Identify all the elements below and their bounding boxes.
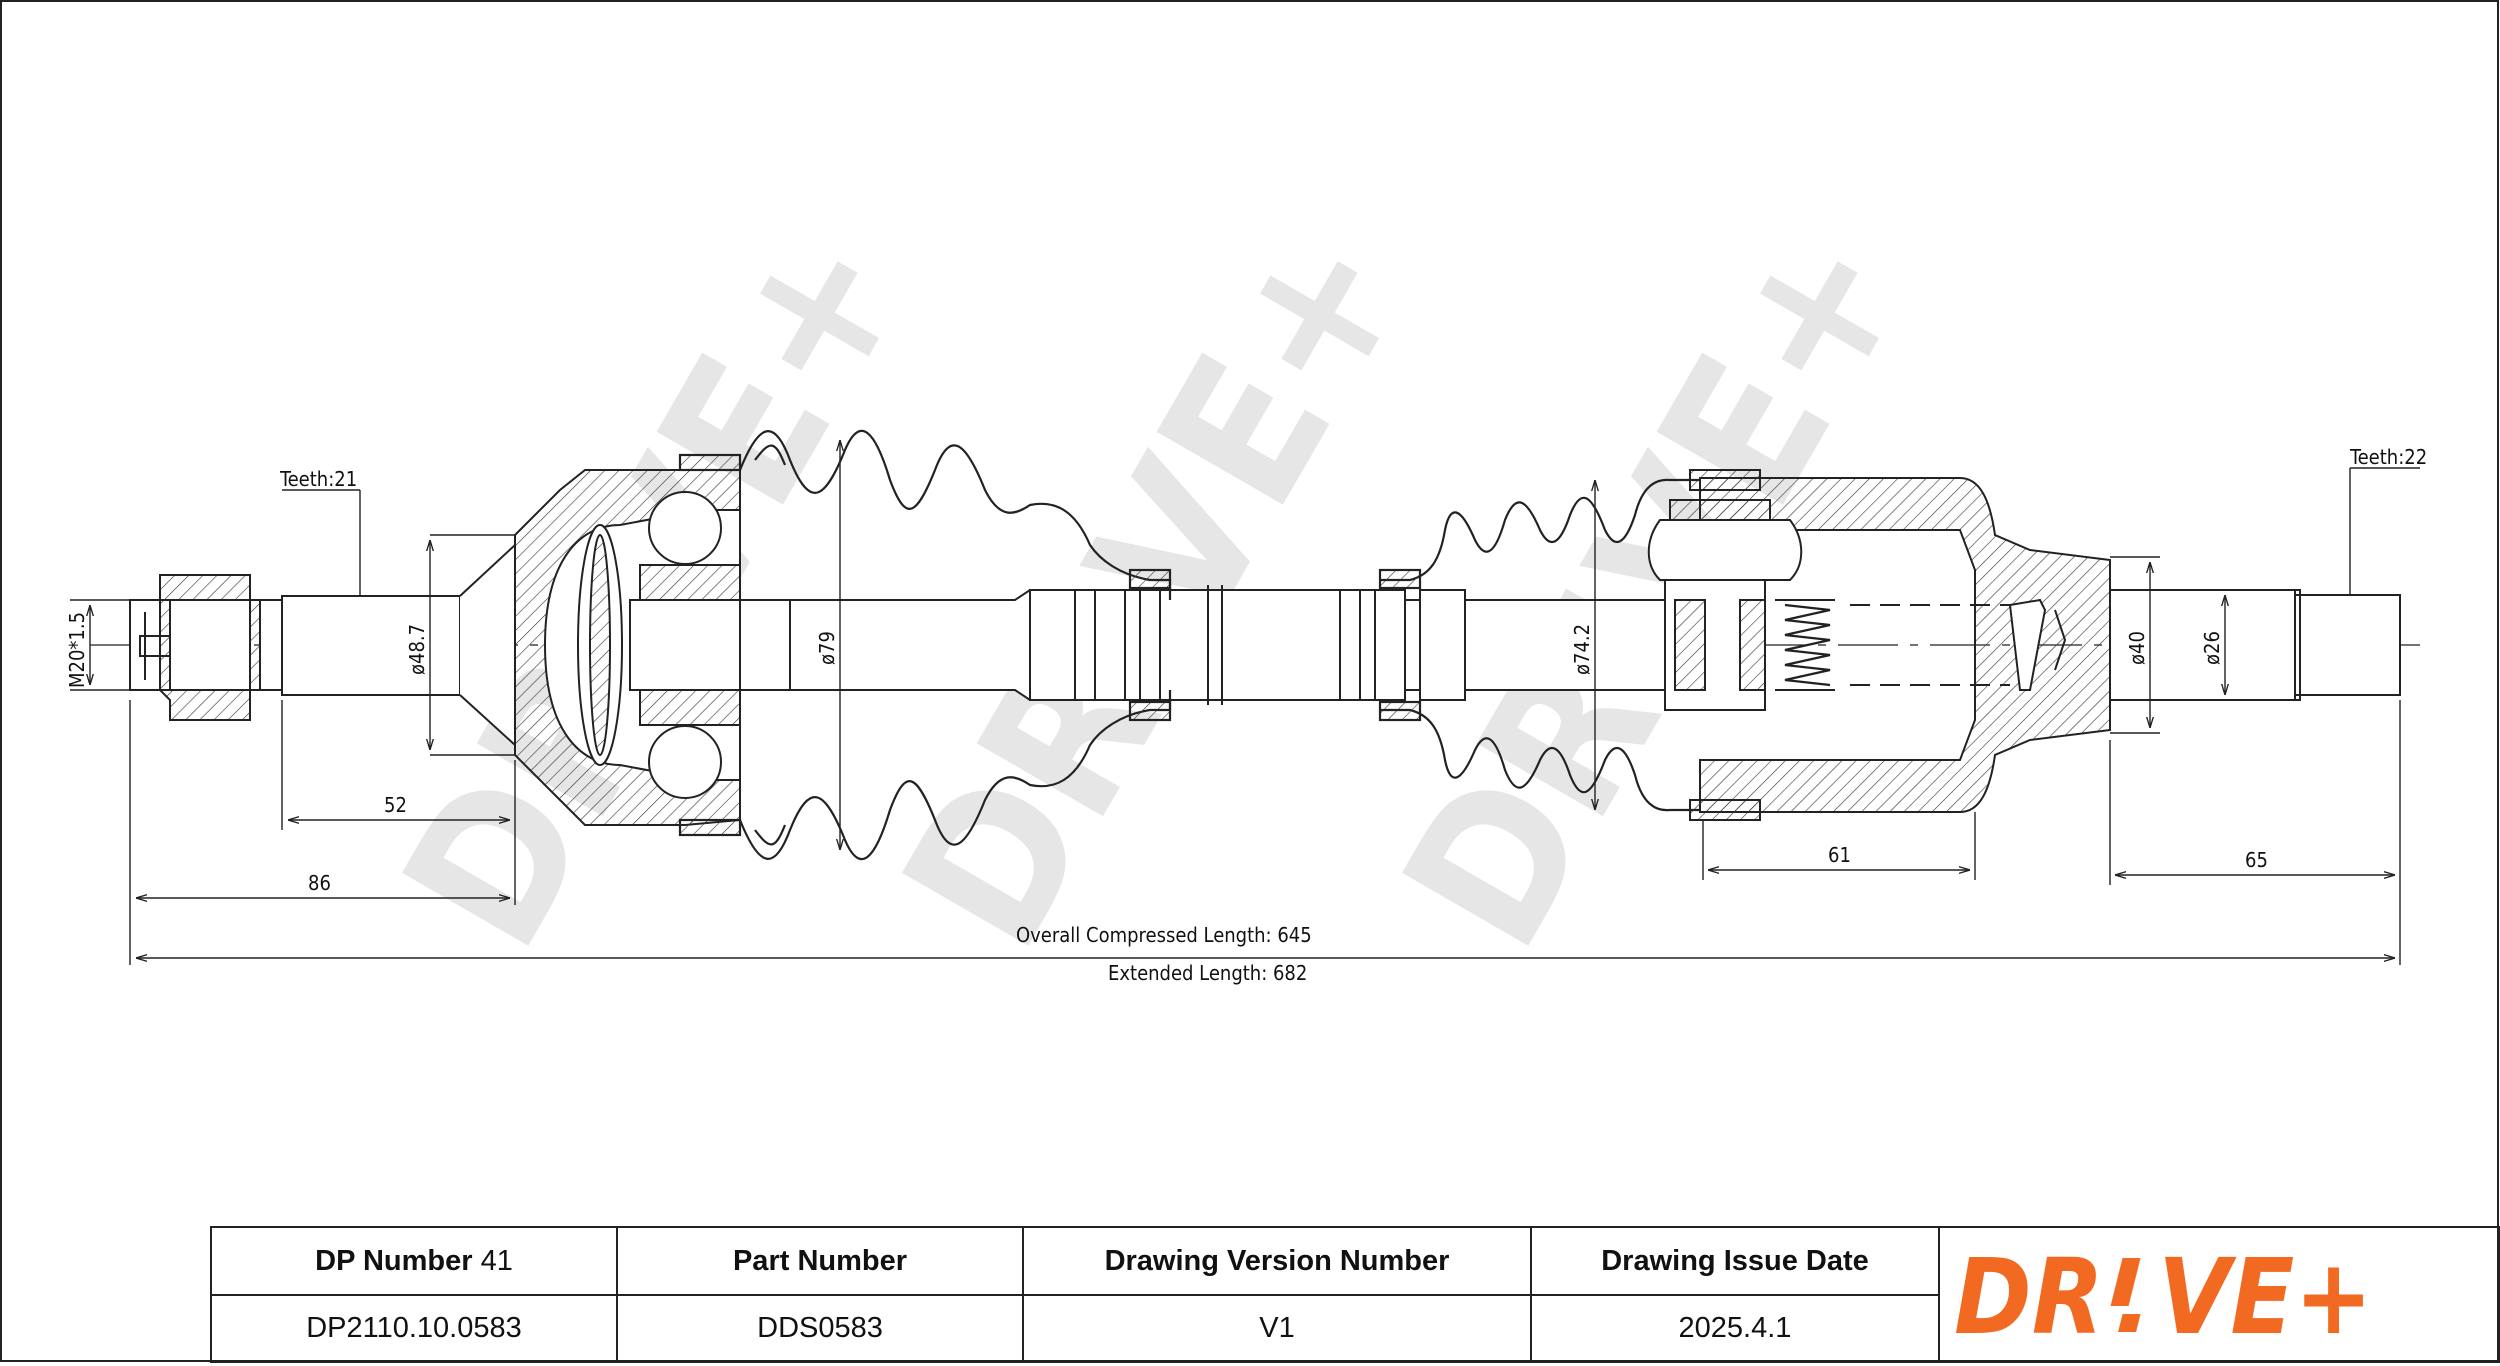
dim-52-label: 52 — [384, 793, 407, 817]
right-stub — [2109, 589, 2401, 701]
dia-40-label: ø40 — [2125, 631, 2149, 665]
logo-text-right: VE+ — [2158, 1236, 2373, 1358]
logo-exclamation-dot — [2118, 1314, 2141, 1332]
teeth-right-label: Teeth:22 — [2349, 445, 2427, 469]
logo-text-left: DR — [1954, 1236, 2104, 1358]
drive-logo: DR VE+ — [1938, 1226, 2500, 1363]
issue-date-value: 2025.4.1 — [1530, 1294, 1940, 1363]
version-value: V1 — [1022, 1294, 1532, 1363]
logo-exclamation — [2110, 1258, 2141, 1306]
issue-date-label: Drawing Issue Date — [1601, 1244, 1869, 1277]
version-header: Drawing Version Number — [1022, 1226, 1532, 1296]
part-number-header: Part Number — [616, 1226, 1024, 1296]
dimension-labels: Teeth:21 Teeth:22 M20*1.5 ø48.7 ø79 ø74.… — [65, 445, 2427, 985]
right-boot — [1378, 478, 1700, 812]
version-label: Drawing Version Number — [1104, 1244, 1450, 1277]
dp-number-value: DP2110.10.0583 — [210, 1294, 618, 1363]
dp-number-suffix: 41 — [480, 1244, 513, 1277]
right-tripod-joint — [1647, 469, 2111, 821]
overall-compressed-length: Overall Compressed Length: 645 — [1016, 923, 1312, 947]
part-number-value: DDS0583 — [616, 1294, 1024, 1363]
dimension-lines — [70, 440, 2420, 965]
issue-date-header: Drawing Issue Date — [1530, 1226, 1940, 1296]
dia-48-7-label: ø48.7 — [405, 624, 429, 675]
extended-length: Extended Length: 682 — [1108, 961, 1307, 985]
dia-26-label: ø26 — [2200, 631, 2224, 665]
left-boot — [678, 429, 1172, 861]
teeth-left-label: Teeth:21 — [279, 467, 357, 491]
dia-74-2-label: ø74.2 — [1570, 624, 1594, 675]
thread-label: M20*1.5 — [65, 612, 89, 688]
left-cv-joint — [514, 469, 791, 826]
dim-86-label: 86 — [308, 871, 331, 895]
dp-number-header: DP Number 41 — [210, 1226, 618, 1296]
dp-number-label: DP Number — [315, 1244, 473, 1277]
dia-79-label: ø79 — [815, 631, 839, 665]
dim-65-label: 65 — [2245, 848, 2268, 872]
dim-61-label: 61 — [1828, 843, 1851, 867]
left-stub — [129, 542, 516, 748]
part-number-label: Part Number — [732, 1244, 908, 1277]
drive-shaft — [789, 585, 1741, 705]
drive-logo-mark: DR VE+ — [1954, 1236, 2373, 1358]
